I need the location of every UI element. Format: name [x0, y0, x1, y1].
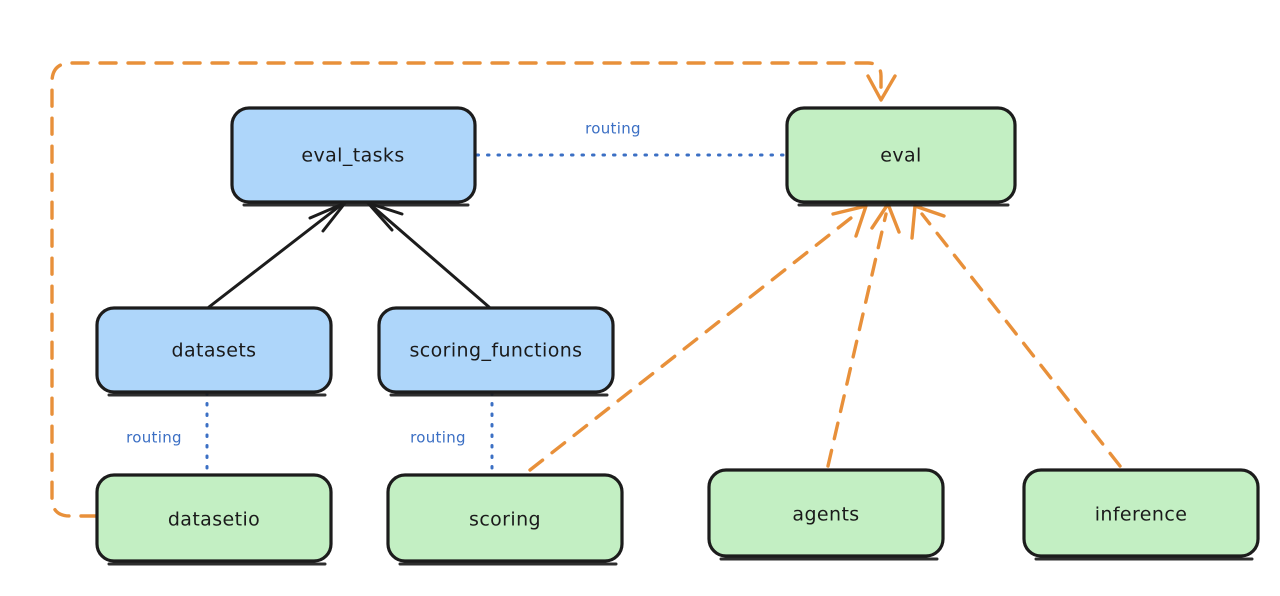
node-agents-shape [707, 468, 945, 558]
edge-agents-to-eval[interactable] [826, 202, 901, 468]
edge-label-routing-evaltasks-eval: routing [585, 120, 641, 138]
dependency-edges-group [50, 61, 1122, 518]
node-scoring-functions[interactable]: scoring_functions [377, 306, 615, 397]
edge-scoringfunctions-to-evaltasks-path [369, 203, 491, 309]
node-eval-shape [785, 106, 1017, 204]
edge-label-routing-scoringfunctions-scoring: routing [410, 429, 466, 447]
node-eval-tasks[interactable]: eval_tasks [230, 106, 477, 207]
node-scoring-functions-label: scoring_functions [410, 340, 583, 362]
routing-edges-group [205, 153, 788, 476]
node-datasets[interactable]: datasets [95, 306, 333, 397]
edge-labels-group: routing routing routing [126, 120, 641, 447]
edge-scoringfunctions-to-evaltasks[interactable] [366, 201, 491, 309]
node-datasets-shape [95, 306, 333, 394]
node-agents-label: agents [792, 504, 859, 526]
node-inference-shape [1022, 468, 1260, 558]
edge-datasetio-to-eval-arrowhead [866, 74, 897, 102]
node-agents[interactable]: agents [707, 468, 945, 561]
edge-datasets-to-evaltasks-path [207, 203, 343, 309]
edge-scoring-to-eval-path [528, 212, 858, 472]
node-scoring[interactable]: scoring [386, 473, 624, 566]
node-inference-label: inference [1095, 504, 1188, 526]
node-scoring-functions-shape [377, 306, 615, 394]
edge-datasetio-to-eval-path [50, 61, 883, 518]
edge-inference-to-eval[interactable] [910, 204, 1122, 468]
composition-edges-group [207, 201, 491, 309]
node-eval[interactable]: eval [785, 106, 1017, 207]
edge-datasets-to-evaltasks[interactable] [207, 201, 347, 309]
edge-inference-to-eval-path [920, 212, 1122, 468]
node-inference[interactable]: inference [1022, 468, 1260, 561]
node-datasetio-shape [95, 473, 333, 563]
edge-datasetio-to-eval[interactable] [50, 61, 897, 518]
node-scoring-label: scoring [469, 509, 541, 531]
node-eval-tasks-shape [230, 106, 477, 204]
node-eval-tasks-label: eval_tasks [301, 145, 404, 167]
node-datasets-label: datasets [172, 340, 257, 362]
node-eval-label: eval [880, 145, 921, 167]
node-datasetio-label: datasetio [168, 509, 260, 531]
node-datasetio[interactable]: datasetio [95, 473, 333, 566]
node-scoring-shape [386, 473, 624, 563]
edge-agents-to-eval-path [826, 212, 888, 468]
edge-label-routing-datasets-datasetio: routing [126, 429, 182, 447]
